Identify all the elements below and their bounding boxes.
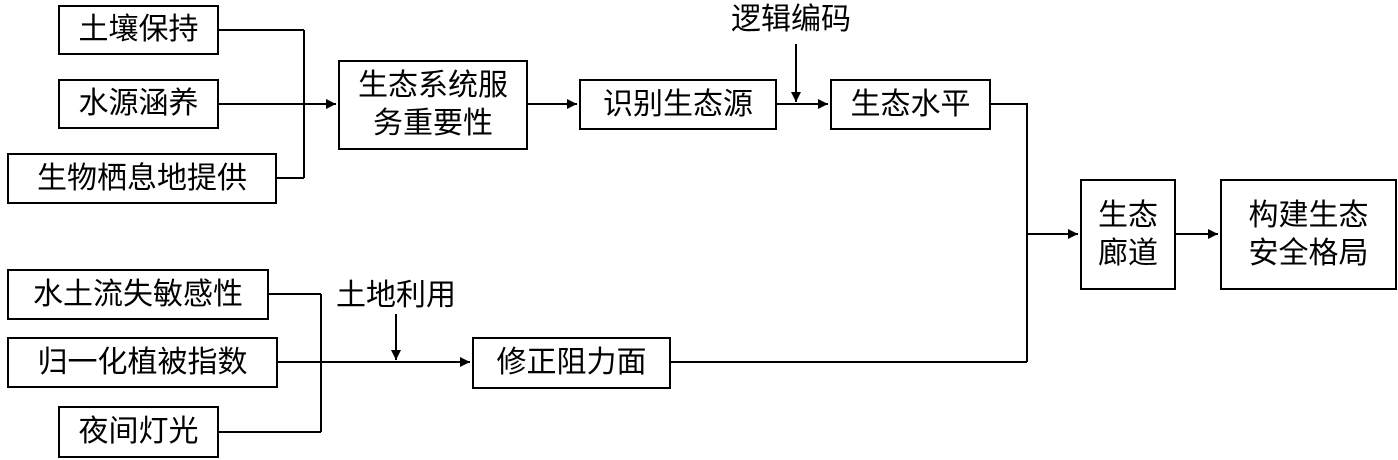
label-land-use: 土地利用 [336,278,456,313]
box-corrected-resistance-surface: 修正阻力面 [472,337,671,389]
box-ecological-corridor: 生态 廊道 [1080,179,1176,290]
connector-level-right [990,103,1028,362]
label-logic-coding: 逻辑编码 [731,2,851,37]
box-soil-erosion-sensitivity: 水土流失敏感性 [7,269,269,320]
box-ecosystem-service-importance: 生态系统服 务重要性 [338,60,528,150]
box-water-conservation: 水源涵养 [58,79,219,129]
box-identify-ecological-sources: 识别生态源 [579,79,777,130]
box-build-security-pattern: 构建生态 安全格局 [1220,179,1397,290]
box-ecological-level: 生态水平 [830,79,991,130]
box-habitat-provision: 生物栖息地提供 [7,153,277,204]
box-night-light: 夜间灯光 [58,406,219,458]
box-ndvi: 归一化植被指数 [7,337,278,388]
box-soil-retention: 土壤保持 [58,5,219,55]
